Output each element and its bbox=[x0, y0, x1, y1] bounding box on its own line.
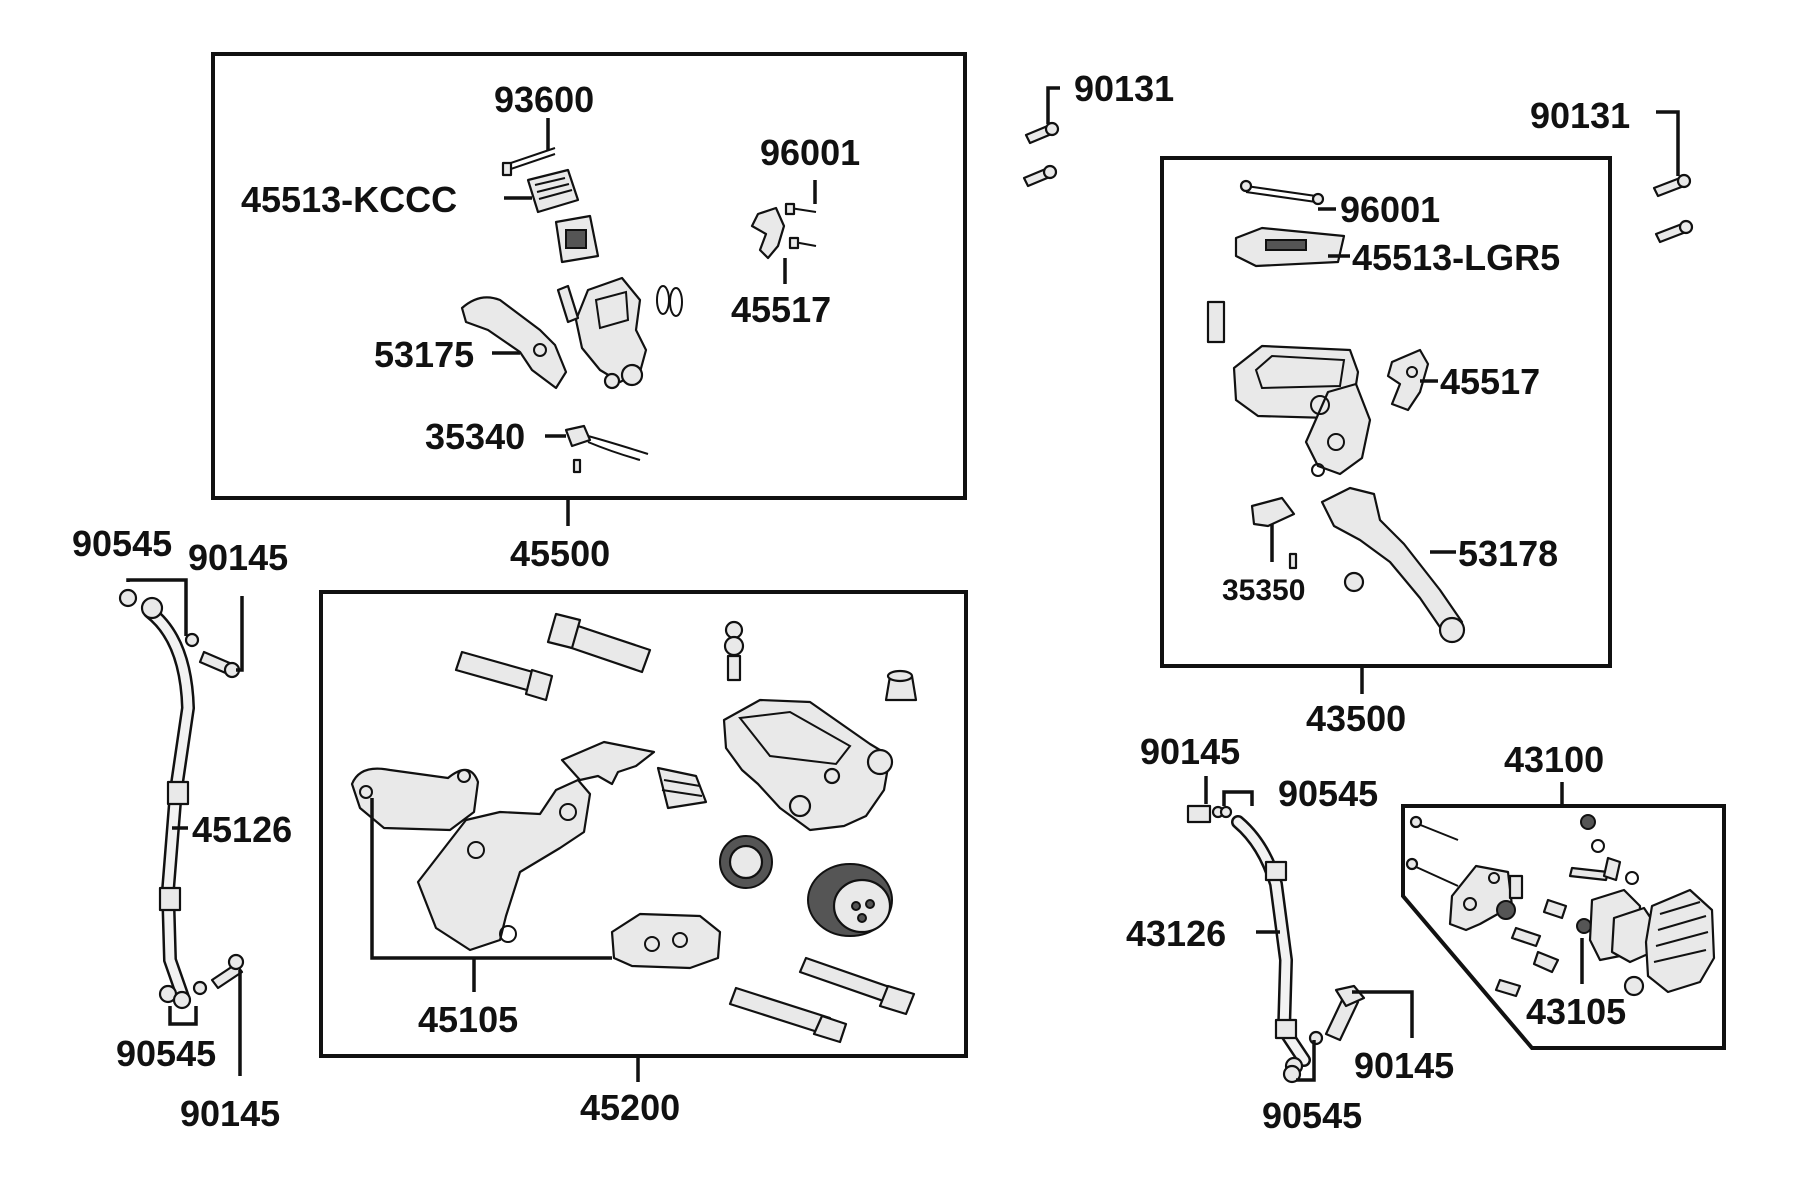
rear-caliper-body-part bbox=[1623, 888, 1716, 997]
reservoir-cap-45513-kccc-part bbox=[526, 168, 600, 264]
front-caliper-group: 45105 45200 bbox=[319, 590, 968, 1128]
label-90145-a: 90145 bbox=[188, 537, 288, 578]
rear-master-cylinder-box bbox=[1160, 156, 1612, 668]
label-53175: 53175 bbox=[374, 334, 474, 375]
clamp-45517-b-part bbox=[1386, 348, 1430, 412]
front-master-cylinder-group: 93600 45513-KCCC 96001 45517 53175 35340… bbox=[211, 52, 967, 574]
label-90545-c: 90545 bbox=[1278, 773, 1378, 814]
label-96001-b: 96001 bbox=[1340, 189, 1440, 230]
leader-90131-b bbox=[1656, 110, 1680, 176]
piston-seal-part bbox=[719, 835, 773, 889]
label-90145-d: 90145 bbox=[1354, 1045, 1454, 1086]
label-45200: 45200 bbox=[580, 1087, 680, 1128]
caliper-bracket-part bbox=[416, 778, 592, 952]
rear-brake-hose-group: 90145 90545 43126 90145 90545 bbox=[1126, 731, 1454, 1136]
leader-90145-a bbox=[236, 596, 244, 672]
front-caliper-box bbox=[319, 590, 968, 1058]
rear-master-cylinder-group: 96001 45513-LGR5 45517 53178 35350 43500 bbox=[1160, 156, 1612, 739]
label-43126: 43126 bbox=[1126, 913, 1226, 954]
rear-caliper-pins-part bbox=[1405, 814, 1639, 887]
rear-caliper-small-parts bbox=[1494, 874, 1592, 998]
brake-pad-left-part bbox=[350, 767, 480, 832]
label-43100: 43100 bbox=[1504, 739, 1604, 780]
label-96001-a: 96001 bbox=[760, 132, 860, 173]
label-45105: 45105 bbox=[418, 999, 518, 1040]
label-45513-kccc: 45513-KCCC bbox=[241, 179, 457, 220]
brake-switch-35350-part bbox=[1250, 496, 1298, 570]
front-brake-hose-group: 90545 90145 45126 90545 90145 bbox=[72, 523, 292, 1134]
screw-93600-part bbox=[501, 147, 556, 177]
label-90545-d: 90545 bbox=[1262, 1095, 1362, 1136]
front-master-cylinder-box bbox=[211, 52, 967, 500]
label-43500: 43500 bbox=[1306, 698, 1406, 739]
rear-caliper-box bbox=[1401, 804, 1726, 1050]
label-35340: 35340 bbox=[425, 416, 525, 457]
screws-90131-right-group: 90131 bbox=[1530, 95, 1694, 244]
bleeder-cap-part bbox=[884, 669, 918, 702]
rear-brake-lever-53178-part bbox=[1320, 486, 1466, 644]
front-brake-lever-53175-part bbox=[460, 296, 568, 390]
label-45517-a: 45517 bbox=[731, 289, 831, 330]
label-53178: 53178 bbox=[1458, 533, 1558, 574]
label-43105: 43105 bbox=[1526, 991, 1626, 1032]
leader-90545-c bbox=[1222, 790, 1254, 806]
leader-90131-a bbox=[1046, 86, 1060, 124]
label-45126: 45126 bbox=[192, 809, 292, 850]
front-master-cylinder-body-part bbox=[556, 276, 683, 390]
bolt-part bbox=[1206, 300, 1226, 344]
pad-spring-part bbox=[560, 740, 708, 810]
label-93600: 93600 bbox=[494, 79, 594, 120]
label-45513-lgr5: 45513-LGR5 bbox=[1352, 237, 1560, 278]
rear-caliper-bracket-part bbox=[1448, 864, 1514, 932]
caliper-pins-part bbox=[454, 612, 652, 702]
brake-switch-35340-part bbox=[564, 424, 649, 474]
bleeder-valve-part bbox=[723, 620, 745, 682]
leader-90545-a bbox=[126, 578, 188, 636]
screws-90131-left-group: 90131 bbox=[1022, 68, 1174, 188]
label-90131-a: 90131 bbox=[1074, 68, 1174, 109]
leader-90545-d bbox=[1296, 1040, 1316, 1082]
brake-pad-right-part bbox=[610, 912, 722, 970]
leader-45105 bbox=[370, 798, 612, 992]
clamp-45517-part bbox=[750, 202, 817, 260]
label-90131-b: 90131 bbox=[1530, 95, 1630, 136]
screw-96001-b-part bbox=[1239, 179, 1325, 206]
reservoir-cover-45513-lgr5-part bbox=[1234, 226, 1346, 268]
rear-master-cylinder-body-part bbox=[1232, 344, 1372, 477]
rear-caliper-group: 43100 43105 bbox=[1401, 739, 1726, 1050]
label-90145-b: 90145 bbox=[180, 1093, 280, 1134]
guide-pins-part bbox=[728, 956, 916, 1044]
caliper-body-part bbox=[722, 698, 894, 832]
rear-brake-pads-part bbox=[1588, 888, 1658, 964]
label-90545-b: 90545 bbox=[116, 1033, 216, 1074]
label-90545-a: 90545 bbox=[72, 523, 172, 564]
leader-90145-d bbox=[1352, 990, 1414, 1038]
label-90145-c: 90145 bbox=[1140, 731, 1240, 772]
label-45517-b: 45517 bbox=[1440, 361, 1540, 402]
label-35350: 35350 bbox=[1222, 574, 1305, 607]
leader-90545-b bbox=[168, 1006, 198, 1026]
label-45500: 45500 bbox=[510, 533, 610, 574]
piston-part bbox=[807, 863, 893, 937]
